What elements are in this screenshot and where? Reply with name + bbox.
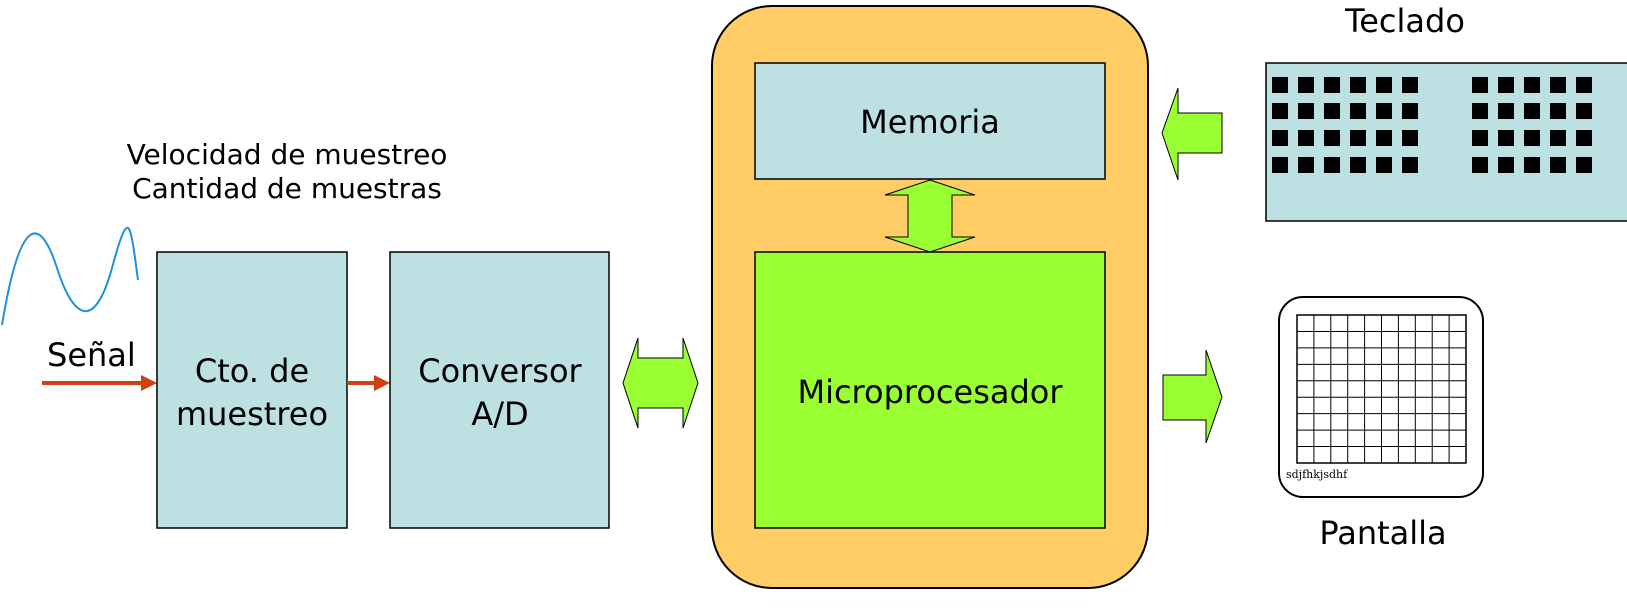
cpu-block <box>754 251 1106 529</box>
keyboard-key-icon <box>1550 77 1566 93</box>
keyboard-key-icon <box>1498 103 1514 119</box>
keyboard-key-icon <box>1324 77 1340 93</box>
keyboard-key-icon <box>1298 77 1314 93</box>
keyboard-key-icon <box>1376 103 1392 119</box>
keyboard-key-icon <box>1272 130 1288 146</box>
keyboard-key-icon <box>1350 157 1366 173</box>
keyboard-label: Teclado <box>1344 2 1465 40</box>
keyboard-key-icon <box>1524 77 1540 93</box>
keyboard-key-icon <box>1350 130 1366 146</box>
keyboard-key-icon <box>1550 157 1566 173</box>
keyboard-key-icon <box>1576 157 1592 173</box>
keyboard-key-icon <box>1402 77 1418 93</box>
keyboard-key-icon <box>1576 103 1592 119</box>
keyboard-key-icon <box>1350 103 1366 119</box>
sampler-block <box>156 251 348 529</box>
memory-block <box>754 62 1106 180</box>
sampler-label-1: Cto. de <box>195 352 309 390</box>
keyboard-key-icon <box>1576 77 1592 93</box>
screen-text: sdjfhkjsdhf <box>1286 468 1348 481</box>
keyboard-key-icon <box>1472 130 1488 146</box>
keyboard-key-icon <box>1324 130 1340 146</box>
keyboard-key-icon <box>1472 103 1488 119</box>
keyboard-key-icon <box>1298 103 1314 119</box>
keyboard-key-icon <box>1524 103 1540 119</box>
keyboard-key-icon <box>1472 157 1488 173</box>
keyboard-key-icon <box>1524 130 1540 146</box>
keyboard-icon <box>1265 62 1627 222</box>
keyboard-key-icon <box>1550 130 1566 146</box>
adc-cpu-bidirectional-arrow <box>622 337 699 429</box>
memory-label: Memoria <box>860 103 1000 141</box>
sampler-to-adc-arrow <box>347 375 390 391</box>
keyboard-key-icon <box>1498 77 1514 93</box>
sine-wave-icon <box>1 226 139 326</box>
keyboard-keys <box>1272 77 1592 173</box>
keyboard-key-icon <box>1376 77 1392 93</box>
cpu-to-screen-arrow <box>1162 349 1223 444</box>
keyboard-key-icon <box>1376 130 1392 146</box>
keyboard-key-icon <box>1350 77 1366 93</box>
adc-label-1: Conversor <box>418 352 582 390</box>
keyboard-key-icon <box>1298 157 1314 173</box>
sampler-label-2: muestreo <box>176 395 328 433</box>
keyboard-key-icon <box>1272 157 1288 173</box>
keyboard-key-icon <box>1324 157 1340 173</box>
keyboard-key-icon <box>1550 103 1566 119</box>
keyboard-key-icon <box>1272 103 1288 119</box>
keyboard-key-icon <box>1576 130 1592 146</box>
cpu-label: Microprocesador <box>797 373 1063 411</box>
params-line-2: Cantidad de muestras <box>132 172 442 205</box>
keyboard-key-icon <box>1376 157 1392 173</box>
adc-label-2: A/D <box>471 395 528 433</box>
params-line-1: Velocidad de muestreo <box>127 138 448 171</box>
keyboard-key-icon <box>1472 77 1488 93</box>
signal-arrow <box>42 375 157 391</box>
signal-label: Señal <box>47 336 136 374</box>
keyboard-key-icon <box>1524 157 1540 173</box>
keyboard-key-icon <box>1402 157 1418 173</box>
keyboard-key-icon <box>1272 77 1288 93</box>
keyboard-key-icon <box>1402 103 1418 119</box>
keyboard-key-icon <box>1402 130 1418 146</box>
adc-block <box>389 251 610 529</box>
keyboard-key-icon <box>1498 130 1514 146</box>
keyboard-key-icon <box>1498 157 1514 173</box>
keyboard-to-memory-arrow <box>1161 87 1223 181</box>
keyboard-key-icon <box>1298 130 1314 146</box>
screen-label: Pantalla <box>1319 514 1446 552</box>
screen-grid <box>1296 314 1467 464</box>
keyboard-key-icon <box>1324 103 1340 119</box>
